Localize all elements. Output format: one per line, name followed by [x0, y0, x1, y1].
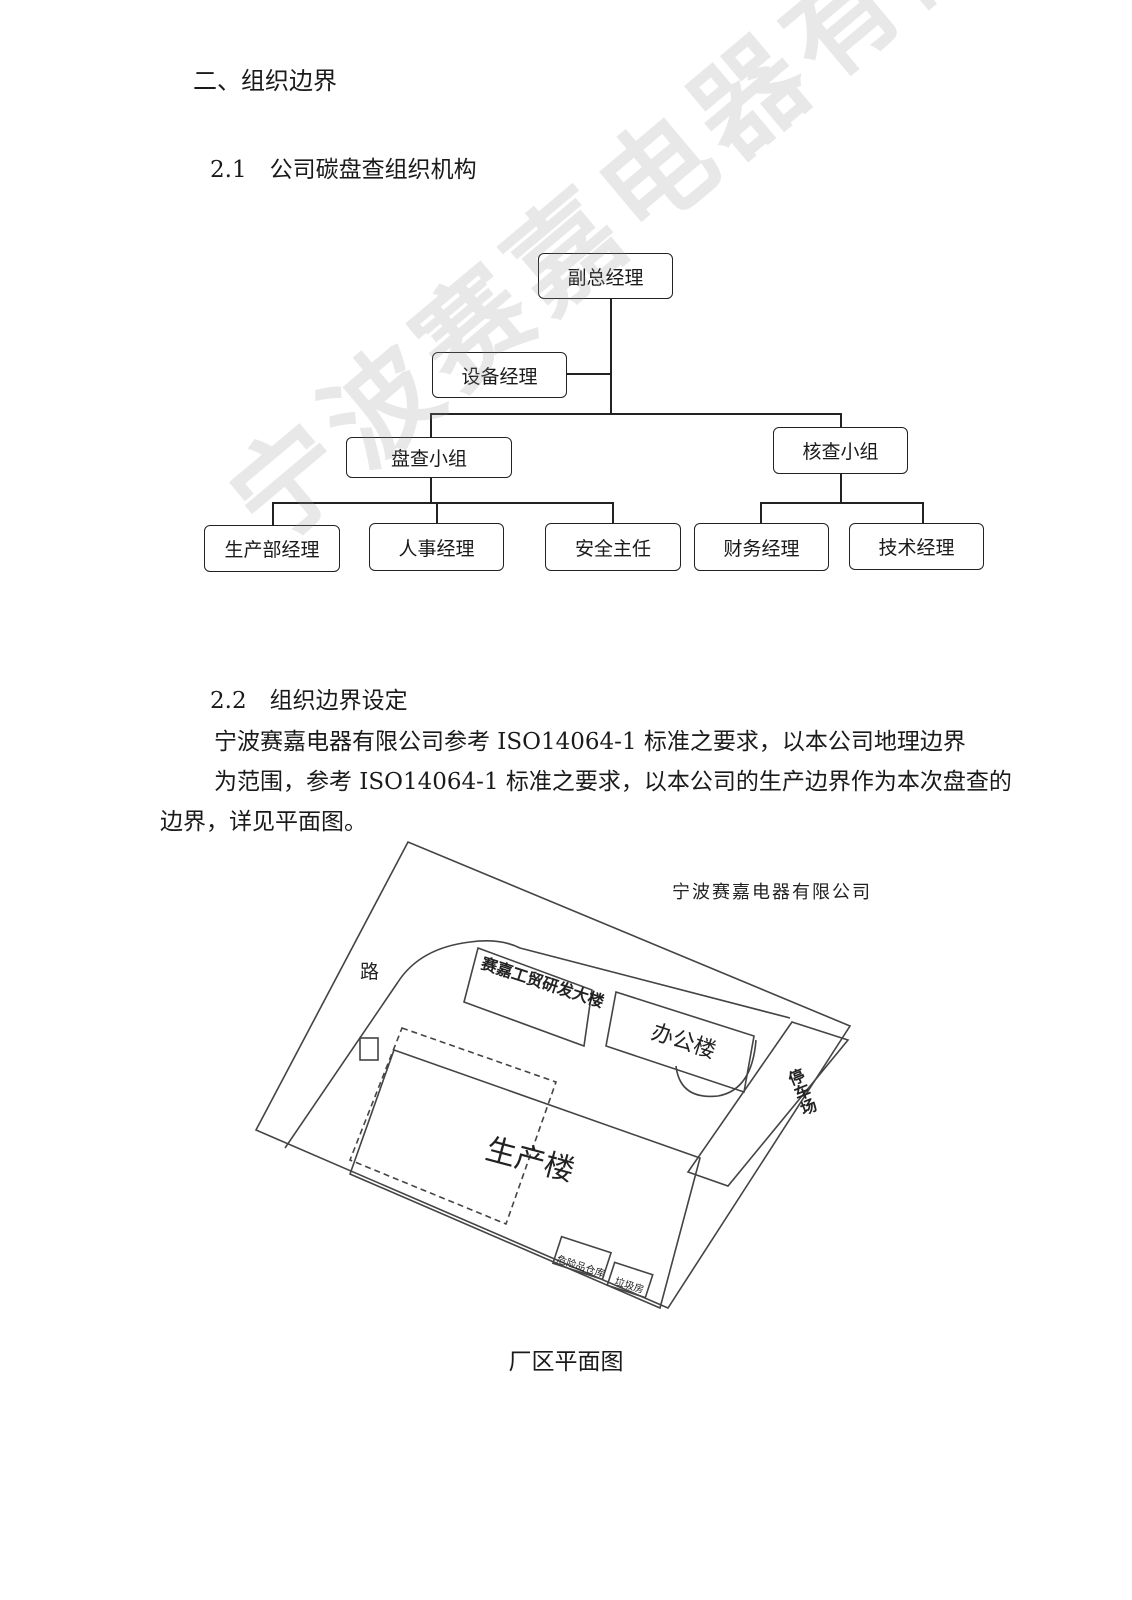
road-curve	[397, 940, 791, 1019]
org-box-finance-manager: 财务经理	[694, 523, 829, 571]
road-edge	[284, 981, 399, 1149]
site-boundary	[254, 840, 852, 1310]
office-arc	[675, 1039, 757, 1098]
plan-caption: 厂区平面图	[508, 1349, 624, 1375]
connector-line	[566, 373, 611, 375]
connector-line	[436, 502, 438, 524]
plan-office-label: 办公楼	[648, 1020, 719, 1064]
connector-line	[430, 413, 432, 438]
waste-room-box	[606, 1261, 654, 1299]
paragraph-line: 宁波赛嘉电器有限公司参考 ISO14064-1 标准之要求，以本公司地理边界	[214, 729, 966, 755]
org-box-deputy-gm: 副总经理	[538, 253, 673, 299]
connector-line	[430, 413, 842, 415]
connector-line	[840, 473, 842, 503]
connector-line	[272, 502, 274, 526]
warehouse-box	[551, 1235, 613, 1281]
connector-line	[760, 502, 924, 504]
connector-line	[610, 298, 612, 414]
org-box-safety-supervisor: 安全主任	[545, 523, 681, 571]
rd-building-shape	[463, 946, 593, 1048]
plan-company-label: 宁波赛嘉电器有限公司	[672, 882, 872, 903]
connector-line	[272, 502, 614, 504]
connector-line	[760, 502, 762, 524]
gate-box	[359, 1037, 379, 1061]
plan-road-label: 路	[360, 961, 379, 983]
plan-rd-building-label: 赛嘉工贸研发大楼	[478, 953, 607, 1011]
org-box-verification-team: 核查小组	[773, 427, 908, 474]
connector-line	[922, 502, 924, 524]
dashed-boundary	[348, 1026, 558, 1226]
connector-line	[840, 413, 842, 428]
plan-production-label: 生产楼	[482, 1132, 578, 1189]
org-box-technical-manager: 技术经理	[849, 523, 984, 570]
org-box-hr-manager: 人事经理	[369, 523, 504, 571]
subsection-2-1-title: 2.1 公司碳盘查组织机构	[210, 157, 477, 183]
org-box-production-manager: 生产部经理	[204, 525, 340, 572]
plan-parking-label: 停车场	[783, 1066, 819, 1119]
subsection-2-2-title: 2.2 组织边界设定	[210, 688, 408, 714]
boundary-paragraph: 宁波赛嘉电器有限公司参考 ISO14064-1 标准之要求，以本公司地理边界 为…	[160, 722, 1060, 842]
connector-line	[430, 477, 432, 503]
paragraph-line: 为范围，参考 ISO14064-1 标准之要求，以本公司的生产边界作为本次盘查的	[214, 769, 1012, 795]
connector-line	[612, 502, 614, 524]
org-box-equipment-manager: 设备经理	[432, 352, 567, 398]
org-box-inventory-team: 盘查小组	[346, 437, 512, 478]
section-title: 二、组织边界	[193, 67, 337, 95]
production-building-shape	[348, 1048, 701, 1310]
paragraph-line: 边界，详见平面图。	[160, 809, 367, 835]
parking-area	[686, 1021, 850, 1187]
plan-warehouse-label: 危险品仓库	[555, 1252, 607, 1280]
